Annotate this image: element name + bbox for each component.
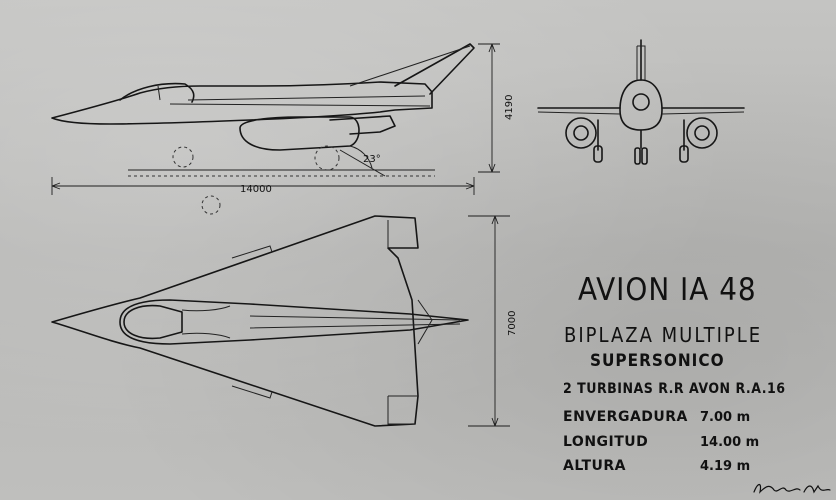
spec-value-height: 4.19 m — [700, 459, 751, 474]
plan-canopy — [123, 304, 183, 340]
spec-label-length: LONGITUD — [563, 434, 649, 450]
left-nacelle-inner — [573, 125, 589, 141]
side-view: 23° — [51, 43, 475, 215]
lower-tip-panel — [387, 395, 418, 425]
plan-intake-upper — [181, 305, 231, 312]
side-wing-root — [329, 115, 396, 135]
angle-line — [339, 149, 386, 177]
plan-tail — [417, 299, 433, 345]
angle-label: 23° — [363, 154, 381, 165]
front-wings-lower — [537, 111, 745, 115]
span-dimension-label: 7000 — [507, 311, 518, 336]
length-dimension: 14000 — [51, 177, 475, 195]
subtitle-line-1: BIPLAZA MULTIPLE — [564, 323, 763, 347]
spec-value-length: 14.00 m — [700, 435, 760, 450]
plan-intake-lower — [181, 332, 231, 339]
front-view — [537, 39, 745, 165]
upper-strake — [231, 245, 273, 259]
nose-wheel-right — [641, 147, 648, 165]
spec-label-height: ALTURA — [563, 458, 626, 474]
left-wheel — [593, 145, 603, 163]
plan-delta-wing — [51, 215, 419, 427]
length-dimension-label: 14000 — [240, 184, 272, 195]
span-dimension: 7000 — [468, 215, 518, 427]
side-canopy — [119, 82, 195, 103]
side-vertical-tail — [394, 43, 475, 95]
main-wheel-outline — [314, 145, 340, 171]
side-engine-pod — [239, 116, 360, 151]
angle-arc — [349, 145, 373, 169]
nose-wheel-left — [634, 147, 641, 165]
front-fin-edges — [636, 45, 646, 80]
spec-value-span: 7.00 m — [700, 410, 751, 425]
signature-scrawl — [753, 483, 831, 494]
nose-wheel-outline — [172, 146, 194, 168]
height-dimension-label: 4190 — [504, 95, 515, 120]
height-dimension: 4190 — [478, 43, 515, 173]
spec-label-span: ENVERGADURA — [563, 409, 688, 425]
subtitle-line-2: SUPERSONICO — [590, 351, 725, 371]
front-intake — [632, 93, 650, 111]
tail-leading-line — [349, 45, 471, 87]
plan-view — [51, 215, 469, 427]
right-wheel — [679, 145, 689, 163]
lower-strake — [231, 385, 273, 399]
left-nacelle — [565, 117, 597, 149]
side-fuselage — [51, 81, 433, 125]
front-fuselage — [619, 79, 663, 131]
side-strake — [187, 95, 426, 101]
side-strake-2 — [169, 103, 431, 107]
aircraft-title: AVION IA 48 — [578, 272, 757, 308]
right-nacelle — [686, 117, 718, 149]
retracted-wheel-outline — [201, 195, 221, 215]
right-nacelle-inner — [694, 125, 710, 141]
plan-fuselage-lines — [249, 315, 461, 329]
canopy-frame — [157, 85, 161, 101]
engines-line: 2 TURBINAS R.R AVON R.A.16 — [563, 381, 786, 397]
plan-fuselage — [119, 299, 469, 345]
